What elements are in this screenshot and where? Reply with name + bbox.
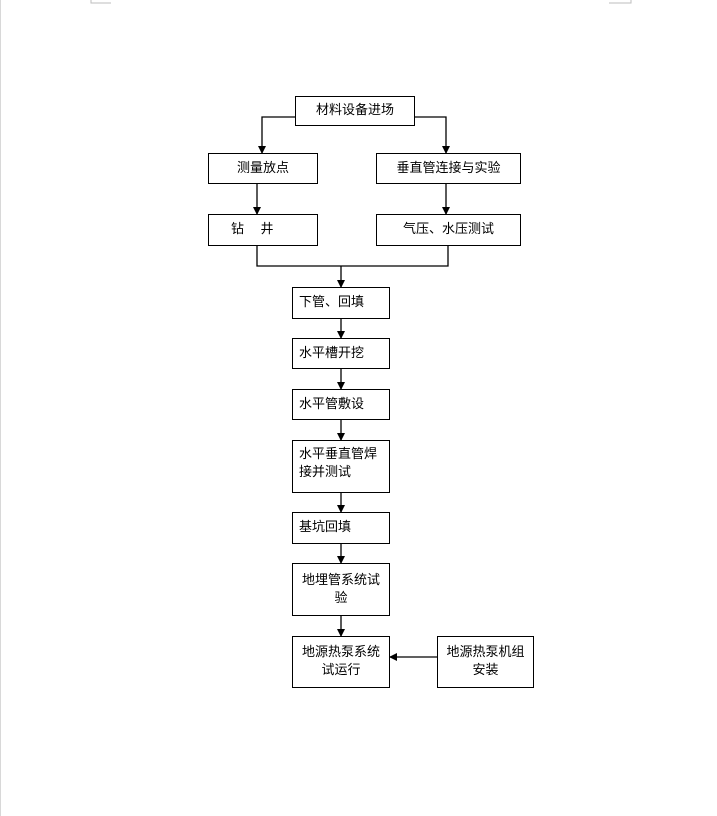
page-corner-marks	[90, 0, 632, 4]
node-pipe-backfill: 下管、回填	[292, 287, 390, 319]
node-vertical-pipe-test: 垂直管连接与实验	[376, 153, 521, 184]
node-unit-install: 地源热泵机组安装	[437, 636, 534, 688]
node-system-test: 地埋管系统试验	[292, 563, 390, 616]
node-pressure-test: 气压、水压测试	[376, 214, 521, 246]
arrow-materials-to-vertical	[415, 116, 450, 154]
node-trial-run: 地源热泵系统试运行	[292, 636, 390, 688]
node-weld-test: 水平垂直管焊接并测试	[292, 440, 390, 493]
node-pit-backfill: 基坑回填	[292, 512, 390, 544]
node-materials-entry: 材料设备进场	[295, 96, 415, 126]
arrow-materials-to-survey	[258, 116, 295, 154]
merge-line	[256, 246, 449, 267]
node-drilling: 钻 井	[208, 214, 318, 246]
node-trench: 水平槽开挖	[292, 338, 390, 369]
node-survey: 测量放点	[208, 153, 318, 184]
node-horizontal-laying: 水平管敷设	[292, 389, 390, 420]
